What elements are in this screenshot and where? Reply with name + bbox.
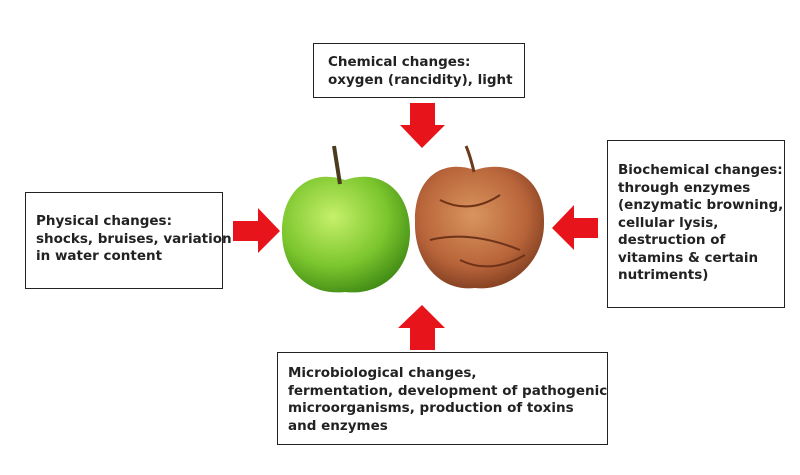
microbiological-changes-box: Microbiological changes, fermentation, d… <box>277 352 608 445</box>
biochemical-title: Biochemical changes: <box>618 162 783 178</box>
arrow-down-icon <box>400 103 445 148</box>
physical-changes-box: Physical changes: shocks, bruises, varia… <box>25 192 232 289</box>
biochemical-detail: cellular lysis, <box>618 214 719 231</box>
biochemical-detail: nutriments) <box>618 267 709 283</box>
chemical-changes-box: Chemical changes: oxygen (rancidity), li… <box>313 43 525 98</box>
biochemical-detail: destruction of <box>618 232 726 248</box>
biochemical-detail: (enzymatic browning, <box>618 197 784 213</box>
microbiological-title: Microbiological changes, <box>288 365 477 381</box>
microbiological-detail: microorganisms, production of toxins <box>288 400 574 416</box>
chemical-detail: oxygen (rancidity), light <box>328 71 513 88</box>
arrow-up-icon <box>398 305 445 350</box>
microbiological-detail: fermentation, development of pathogenic <box>288 382 608 399</box>
fresh-green-apple <box>282 145 410 293</box>
physical-detail: shocks, bruises, variation <box>36 230 232 247</box>
chemical-title: Chemical changes: <box>328 54 471 70</box>
biochemical-detail: vitamins & certain <box>618 249 759 266</box>
microbiological-detail: and enzymes <box>288 417 388 434</box>
biochemical-changes-box: Biochemical changes: through enzymes (en… <box>607 140 785 308</box>
biochemical-detail: through enzymes <box>618 179 751 196</box>
physical-title: Physical changes: <box>36 213 172 229</box>
arrow-right-icon <box>233 208 280 253</box>
rotten-brown-apple <box>414 145 545 289</box>
physical-detail: in water content <box>36 248 163 264</box>
arrow-left-icon <box>552 205 598 250</box>
